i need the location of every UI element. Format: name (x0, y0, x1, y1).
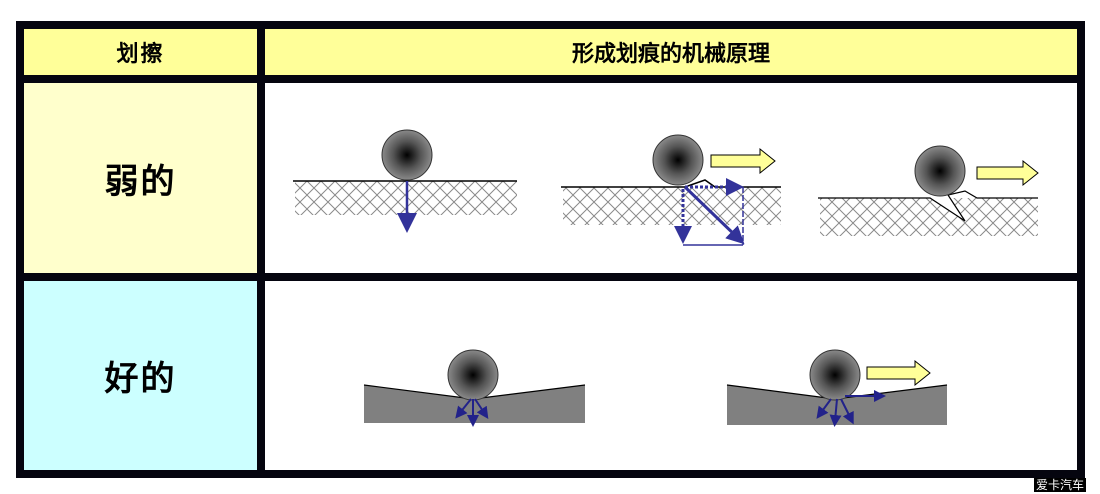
good-elastic-indent-figure (363, 349, 586, 427)
good-elastic-sliding-figure (726, 349, 948, 427)
weak-force-decomposition-figure (561, 134, 781, 246)
row-good-diagrams (265, 281, 1077, 470)
weak-diagrams-svg (293, 129, 1039, 246)
good-diagrams-svg (363, 349, 948, 427)
row-weak-text: 弱的 (104, 161, 177, 202)
row-weak-label: 弱的 (24, 83, 257, 273)
watermark: 爱卡汽车 (1033, 478, 1086, 492)
header-scratch-text: 划擦 (116, 42, 165, 67)
row-weak-diagrams (265, 83, 1077, 273)
header-mechanism-text: 形成划痕的机械原理 (571, 42, 770, 67)
header-mechanism: 形成划痕的机械原理 (265, 29, 1077, 75)
row-good-label: 好的 (24, 281, 257, 470)
row-good-text: 好的 (104, 359, 177, 399)
weak-vertical-force-figure (293, 129, 517, 233)
scratch-mechanism-table: 划擦 形成划痕的机械原理 弱的 (16, 21, 1085, 478)
weak-chip-formation-figure (818, 145, 1039, 236)
header-scratch: 划擦 (24, 29, 257, 75)
